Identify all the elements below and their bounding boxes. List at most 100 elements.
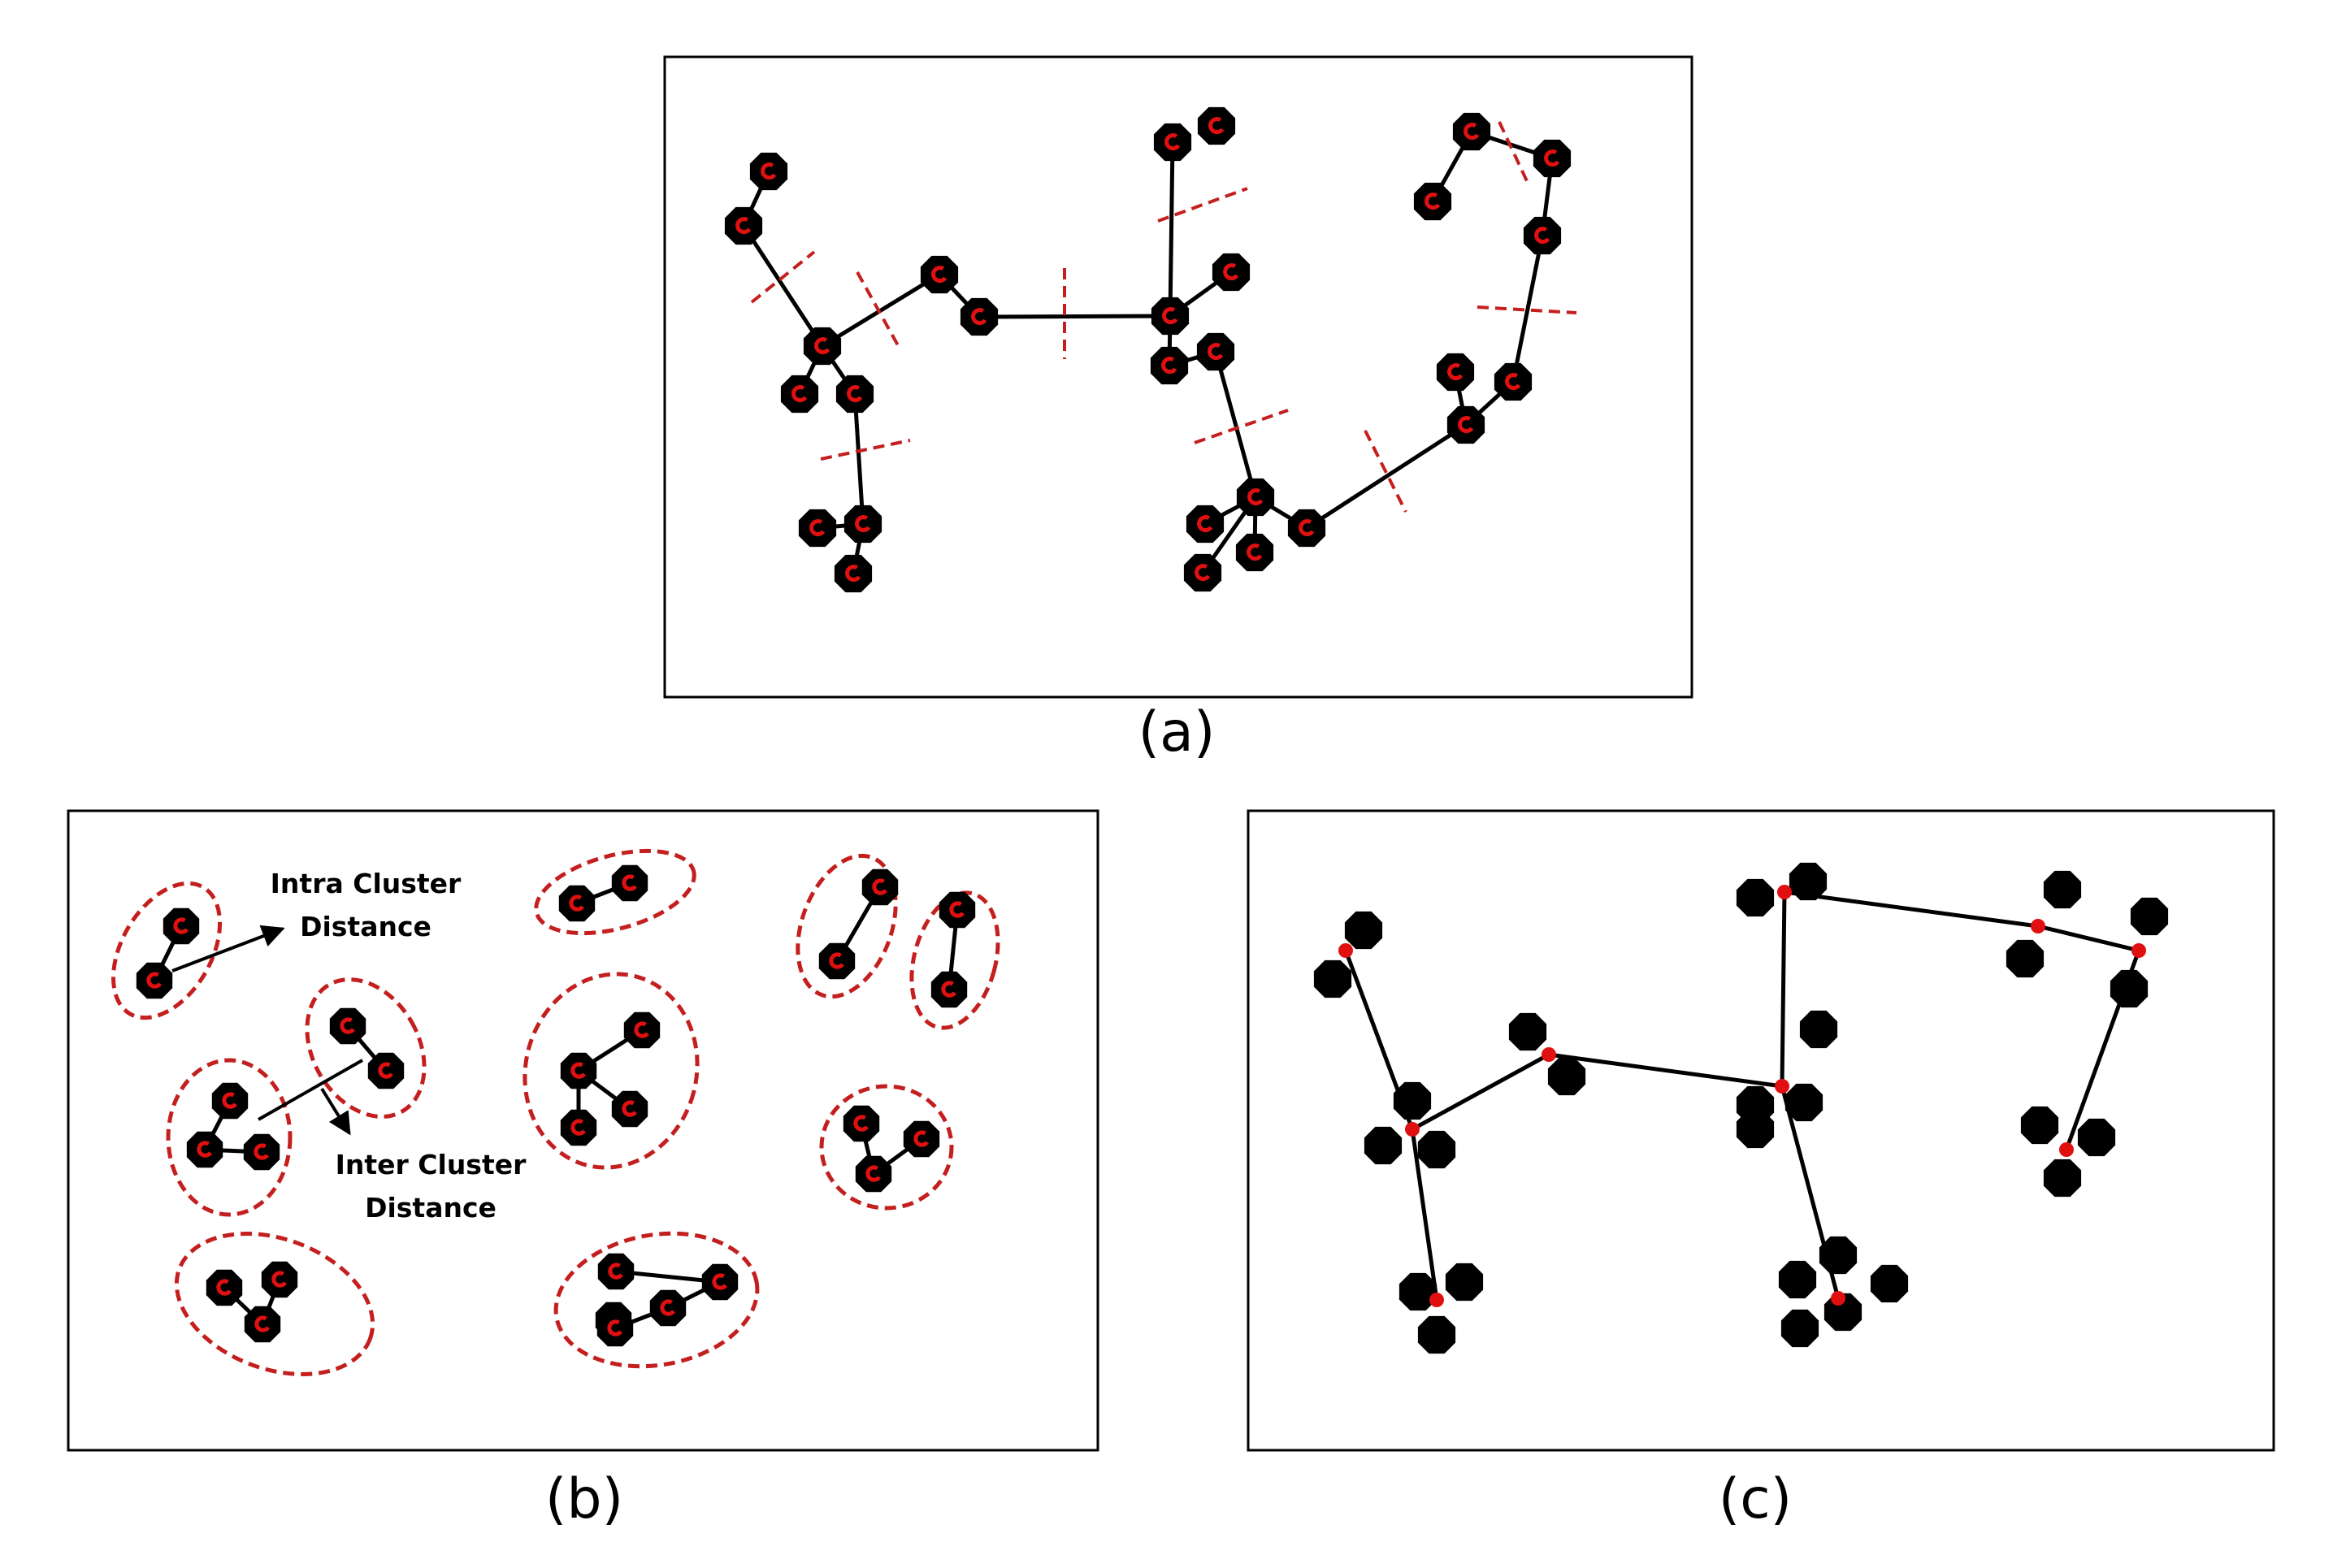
graph-vertex bbox=[1831, 1291, 1845, 1306]
octagon-node-icon bbox=[834, 554, 873, 593]
graph-vertex bbox=[1429, 1293, 1444, 1307]
caption-c: (c) bbox=[1718, 1467, 1793, 1531]
octagon-node-icon bbox=[835, 375, 874, 414]
node-marker-icon bbox=[761, 162, 777, 180]
node-marker-icon bbox=[971, 308, 987, 326]
cut-mark bbox=[856, 271, 900, 346]
edge-line bbox=[1780, 1085, 1841, 1299]
node-marker-icon bbox=[607, 1319, 622, 1336]
octagon-node-icon bbox=[1870, 1264, 1909, 1303]
node-marker-icon bbox=[1164, 133, 1181, 151]
node-marker-icon bbox=[1223, 263, 1239, 281]
panel-b-clusters bbox=[111, 848, 1000, 1376]
octagon-node-icon bbox=[843, 1105, 880, 1142]
edge-line bbox=[1411, 1052, 1550, 1132]
octagon-node-icon bbox=[649, 1289, 687, 1327]
node-marker-icon bbox=[941, 981, 956, 998]
octagon-node-icon bbox=[329, 1007, 366, 1045]
octagon-node-icon bbox=[1452, 112, 1491, 151]
panel-a-mst bbox=[724, 106, 1577, 593]
inter-cluster-distance-label: Inter Cluster Distance bbox=[309, 1144, 553, 1230]
edge-line bbox=[1548, 1052, 1783, 1089]
octagon-node-icon bbox=[1364, 1126, 1403, 1165]
node-marker-icon bbox=[1247, 544, 1263, 561]
octagon-node-icon bbox=[163, 907, 200, 945]
node-marker-icon bbox=[254, 1143, 269, 1160]
octagon-node-icon bbox=[1778, 1260, 1817, 1299]
octagon-node-icon bbox=[1344, 911, 1383, 950]
node-marker-icon bbox=[853, 1115, 869, 1132]
graph-vertex bbox=[2131, 943, 2146, 958]
octagon-node-icon bbox=[780, 375, 819, 414]
octagon-node-icon bbox=[1547, 1057, 1586, 1096]
octagon-node-icon bbox=[798, 509, 837, 548]
graph-vertex bbox=[1775, 1079, 1789, 1094]
edge-line bbox=[1168, 141, 1175, 317]
octagon-node-icon bbox=[920, 255, 959, 294]
node-marker-icon bbox=[809, 519, 826, 537]
node-marker-icon bbox=[1208, 117, 1225, 135]
inter-arrow-icon bbox=[320, 1087, 351, 1136]
octagon-node-icon bbox=[960, 297, 999, 336]
intra-label-line2: Distance bbox=[300, 910, 431, 942]
cluster-outline bbox=[909, 890, 1000, 1030]
octagon-node-icon bbox=[1150, 346, 1189, 385]
edge-line bbox=[2064, 950, 2141, 1150]
octagon-node-icon bbox=[1186, 505, 1225, 544]
octagon-node-icon bbox=[1494, 362, 1533, 401]
octagon-node-icon bbox=[206, 1269, 243, 1306]
node-marker-icon bbox=[865, 1165, 881, 1182]
octagon-node-icon bbox=[1436, 353, 1475, 392]
octagon-node-icon bbox=[2077, 1118, 2116, 1157]
node-marker-icon bbox=[1534, 227, 1550, 245]
node-marker-icon bbox=[622, 1100, 637, 1117]
node-marker-icon bbox=[913, 1130, 929, 1147]
edge-line bbox=[1305, 422, 1468, 531]
graph-vertex bbox=[1338, 943, 1353, 958]
node-marker-icon bbox=[855, 515, 871, 533]
node-marker-icon bbox=[173, 917, 189, 934]
octagon-node-icon bbox=[1151, 297, 1190, 336]
edge-line bbox=[1780, 891, 1787, 1087]
cut-mark bbox=[1364, 430, 1407, 513]
node-marker-icon bbox=[570, 1062, 586, 1079]
octagon-node-icon bbox=[211, 1082, 249, 1120]
node-marker-icon bbox=[814, 337, 830, 355]
octagon-node-icon bbox=[1446, 405, 1485, 444]
cut-mark bbox=[750, 250, 816, 304]
node-marker-icon bbox=[931, 266, 948, 284]
octagon-node-icon bbox=[1236, 478, 1275, 517]
node-marker-icon bbox=[1458, 416, 1474, 434]
intra-arrow-icon bbox=[171, 925, 285, 972]
octagon-node-icon bbox=[2130, 897, 2169, 936]
node-marker-icon bbox=[216, 1279, 232, 1296]
octagon-node-icon bbox=[818, 942, 856, 980]
node-marker-icon bbox=[1195, 564, 1211, 582]
node-marker-icon bbox=[949, 901, 965, 918]
node-marker-icon bbox=[622, 874, 637, 891]
octagon-node-icon bbox=[560, 1109, 597, 1146]
octagon-node-icon bbox=[367, 1052, 405, 1089]
octagon-node-icon bbox=[2043, 870, 2082, 909]
cluster-outline bbox=[523, 972, 700, 1170]
octagon-node-icon bbox=[1417, 1130, 1456, 1169]
edge-line bbox=[1784, 890, 2039, 929]
edge-line bbox=[741, 224, 825, 348]
octagon-node-icon bbox=[1780, 1309, 1819, 1348]
octagon-node-icon bbox=[1799, 1010, 1838, 1049]
node-marker-icon bbox=[340, 1017, 355, 1034]
node-marker-icon bbox=[222, 1092, 237, 1109]
cluster-outline bbox=[819, 1084, 954, 1211]
edge-line bbox=[1213, 351, 1258, 498]
octagon-node-icon bbox=[623, 1011, 661, 1049]
octagon-node-icon bbox=[1413, 182, 1452, 221]
octagon-node-icon bbox=[1287, 509, 1326, 548]
node-marker-icon bbox=[378, 1062, 393, 1079]
panel-c-graph bbox=[1313, 862, 2169, 1354]
node-marker-icon bbox=[634, 1021, 649, 1038]
octagon-node-icon bbox=[1736, 1110, 1775, 1149]
node-marker-icon bbox=[660, 1299, 675, 1316]
node-marker-icon bbox=[1447, 363, 1464, 381]
octagon-node-icon bbox=[1212, 253, 1251, 292]
